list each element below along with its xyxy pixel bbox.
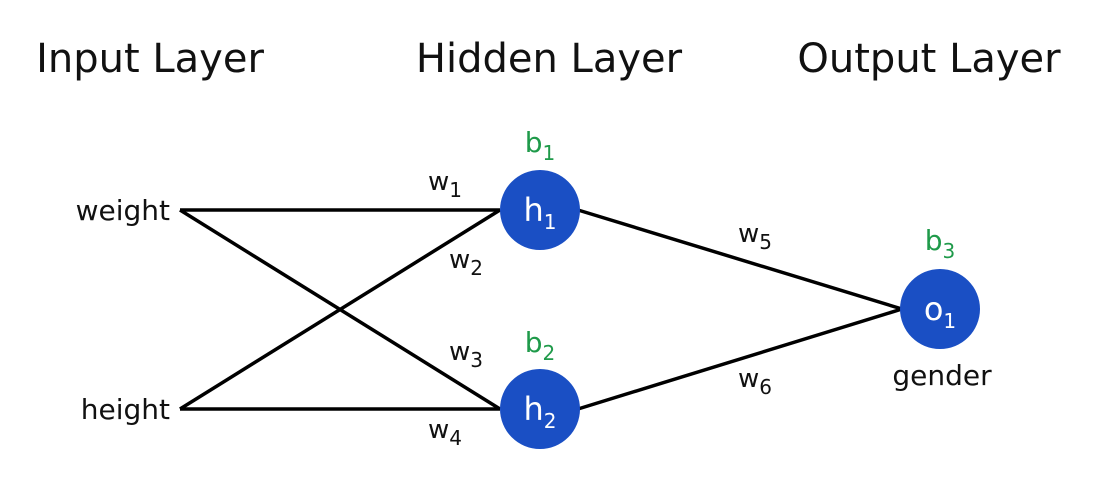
- node-h1-label: h1: [523, 191, 556, 234]
- node-h1-circle: [500, 170, 580, 250]
- node-o1: o1: [900, 269, 980, 349]
- weight-w6-label: w6: [738, 364, 772, 399]
- edge-weight-h2: [179, 208, 501, 411]
- hidden-layer-title: Hidden Layer: [416, 36, 683, 82]
- weight-w2-label: w2: [449, 245, 483, 280]
- edges: [179, 208, 903, 411]
- weight-w1-label: w1: [428, 167, 462, 202]
- bias-b1-label: b1: [525, 126, 556, 165]
- node-h2: h2: [500, 369, 580, 449]
- input-layer-title: Input Layer: [36, 36, 264, 82]
- weight-w5-label: w5: [738, 219, 772, 254]
- edge-h1-o1: [577, 208, 903, 311]
- node-h2-circle: [500, 369, 580, 449]
- bias-b2-label: b2: [525, 326, 556, 365]
- edge-h2-o1: [577, 307, 903, 411]
- output-layer-title: Output Layer: [797, 36, 1061, 82]
- bias-b3-label: b3: [925, 224, 956, 263]
- weight-w3-label: w3: [449, 337, 483, 372]
- node-h2-label: h2: [523, 390, 556, 433]
- output-gender-label: gender: [892, 359, 992, 392]
- weight-w4-label: w4: [428, 415, 462, 450]
- node-o1-label: o1: [924, 290, 956, 333]
- input-weight-label: weight: [76, 194, 170, 227]
- node-h1: h1: [500, 170, 580, 250]
- input-height-label: height: [81, 393, 170, 426]
- node-o1-circle: [900, 269, 980, 349]
